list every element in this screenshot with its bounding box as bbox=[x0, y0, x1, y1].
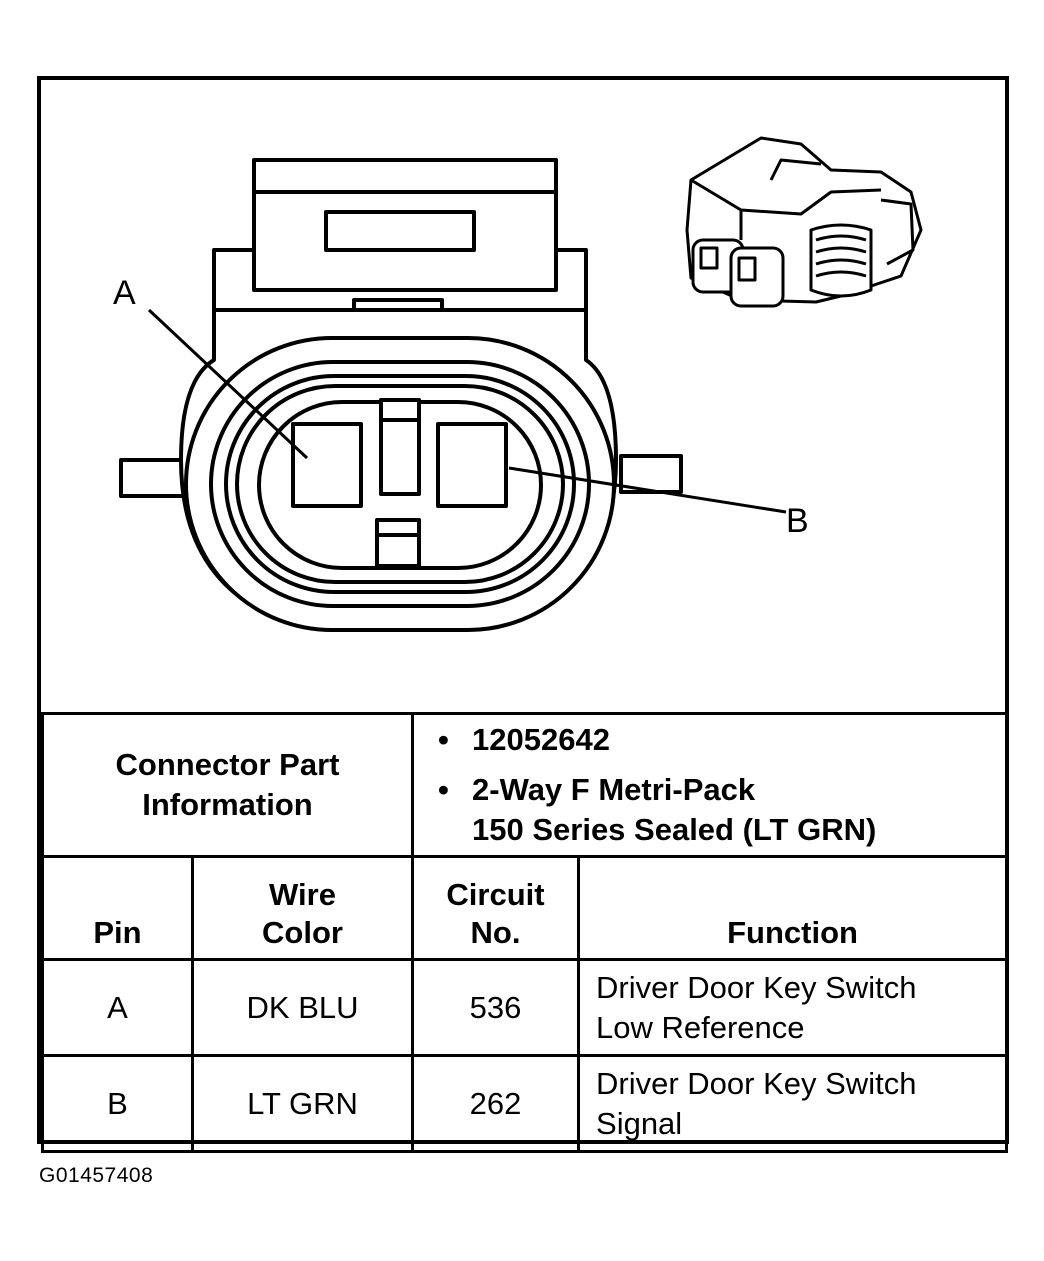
row-a-pin: A bbox=[41, 958, 194, 1057]
connector-info-row: Connector Part Information 12052642 2-Wa… bbox=[40, 712, 1009, 858]
connector-pinout-table: Connector Part Information 12052642 2-Wa… bbox=[40, 712, 1009, 1153]
pin-b-leader bbox=[508, 466, 787, 514]
header-function: Function bbox=[577, 855, 1009, 961]
row-a-wire-color: DK BLU bbox=[190, 958, 415, 1057]
pin-b-cavity bbox=[436, 422, 508, 508]
table-row: A DK BLU 536 Driver Door Key Switch Low … bbox=[41, 958, 1009, 1057]
pin-b-callout: B bbox=[786, 502, 809, 540]
row-b-pin: B bbox=[41, 1054, 194, 1153]
table-header-row: Pin Wire Color Circuit No. Function bbox=[41, 855, 1009, 961]
connector-face-drawing: A B bbox=[113, 136, 923, 632]
pin-a-callout: A bbox=[113, 274, 136, 312]
header-wire-color: Wire Color bbox=[190, 855, 415, 961]
connector-figure-frame: A B Connector Part Information 12052642 … bbox=[37, 76, 1009, 1153]
header-pin: Pin bbox=[41, 855, 194, 961]
pin-a-leader bbox=[147, 308, 309, 460]
row-a-circuit: 536 bbox=[411, 958, 581, 1057]
center-key-top bbox=[379, 398, 421, 496]
pin-a-cavity bbox=[291, 422, 363, 508]
connector-perspective-icon bbox=[685, 136, 923, 308]
connector-description-line2: 150 Series Sealed (LT GRN) bbox=[472, 812, 877, 847]
connector-info-label-line2: Information bbox=[142, 787, 313, 822]
seal-ring-2 bbox=[209, 360, 591, 608]
center-key-bottom bbox=[375, 518, 421, 568]
row-b-wire-color: LT GRN bbox=[190, 1054, 415, 1153]
connector-info-label: Connector Part Information bbox=[40, 712, 415, 858]
figure-id: G01457408 bbox=[39, 1164, 154, 1187]
seal-ring-3 bbox=[224, 374, 576, 594]
row-b-function: Driver Door Key Switch Signal bbox=[577, 1054, 1009, 1153]
table-row: B LT GRN 262 Driver Door Key Switch Sign… bbox=[41, 1054, 1009, 1153]
connector-info-label-line1: Connector Part bbox=[115, 747, 340, 782]
row-a-function: Driver Door Key Switch Low Reference bbox=[577, 958, 1009, 1057]
connector-description: 2-Way F Metri-Pack 150 Series Sealed (LT… bbox=[438, 770, 1005, 850]
seal-ring-4 bbox=[235, 384, 565, 584]
part-number: 12052642 bbox=[438, 720, 1005, 760]
connector-info-value: 12052642 2-Way F Metri-Pack 150 Series S… bbox=[411, 712, 1009, 858]
header-circuit-no: Circuit No. bbox=[411, 855, 581, 961]
connector-description-line1: 2-Way F Metri-Pack bbox=[472, 772, 756, 807]
latch-housing bbox=[212, 158, 588, 332]
row-b-circuit: 262 bbox=[411, 1054, 581, 1153]
